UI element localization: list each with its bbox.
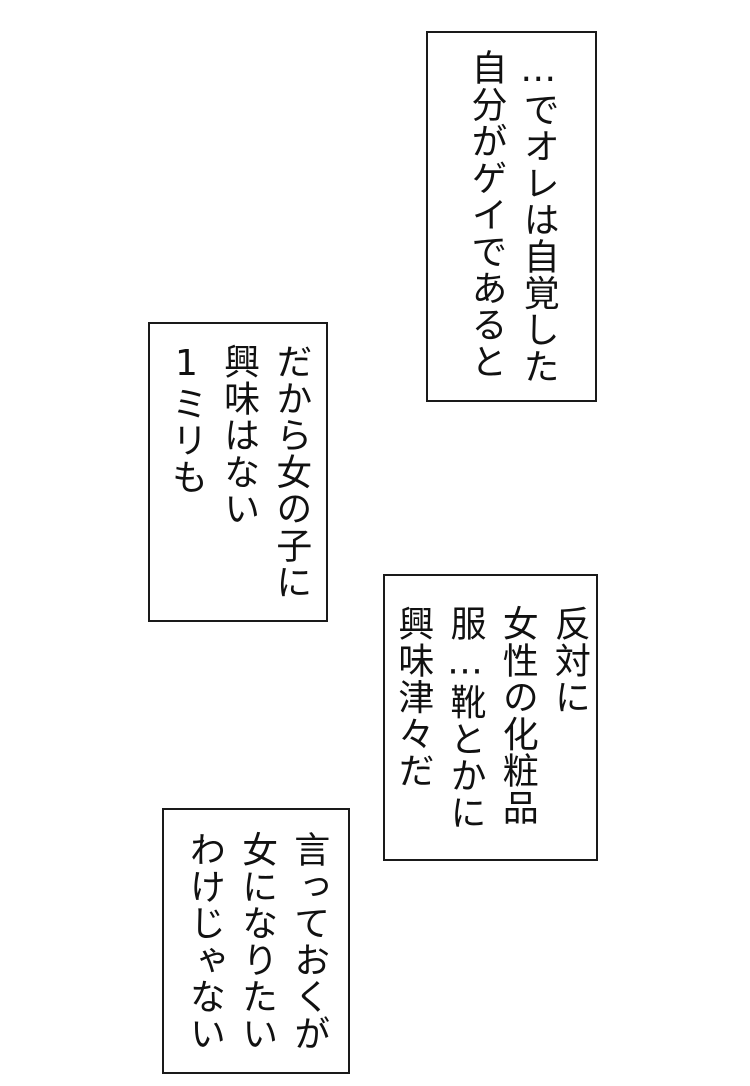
caption-text-3: 反対に 女性の化粧品 服…靴とかに 興味津々だ (386, 605, 595, 830)
caption-text-4: 言っておくが 女になりたい わけじゃない (178, 831, 335, 1051)
caption-line: 反対に (548, 604, 590, 715)
caption-line: 1ミリも (165, 343, 207, 496)
caption-line: 女性の化粧品 (496, 604, 538, 826)
caption-line: …でオレは自覚した (517, 48, 559, 385)
caption-line: わけじゃない (183, 830, 225, 1052)
caption-line: 服…靴とかに (444, 604, 486, 831)
caption-line: 女になりたい (236, 830, 278, 1052)
caption-line: 興味はない (218, 343, 260, 528)
caption-line: 言っておくが (288, 830, 330, 1052)
caption-box-1: …でオレは自覚した 自分がゲイであると (426, 31, 597, 402)
caption-line: だから女の子に (270, 343, 312, 601)
caption-line: 自分がゲイであると (465, 48, 507, 380)
caption-text-2: だから女の子に 興味はない 1ミリも (160, 343, 317, 600)
caption-line: 興味津々だ (392, 604, 434, 789)
caption-text-1: …でオレは自覚した 自分がゲイであると (459, 49, 563, 384)
caption-box-4: 言っておくが 女になりたい わけじゃない (162, 808, 350, 1074)
caption-box-2: だから女の子に 興味はない 1ミリも (148, 322, 328, 622)
caption-box-3: 反対に 女性の化粧品 服…靴とかに 興味津々だ (383, 574, 598, 861)
